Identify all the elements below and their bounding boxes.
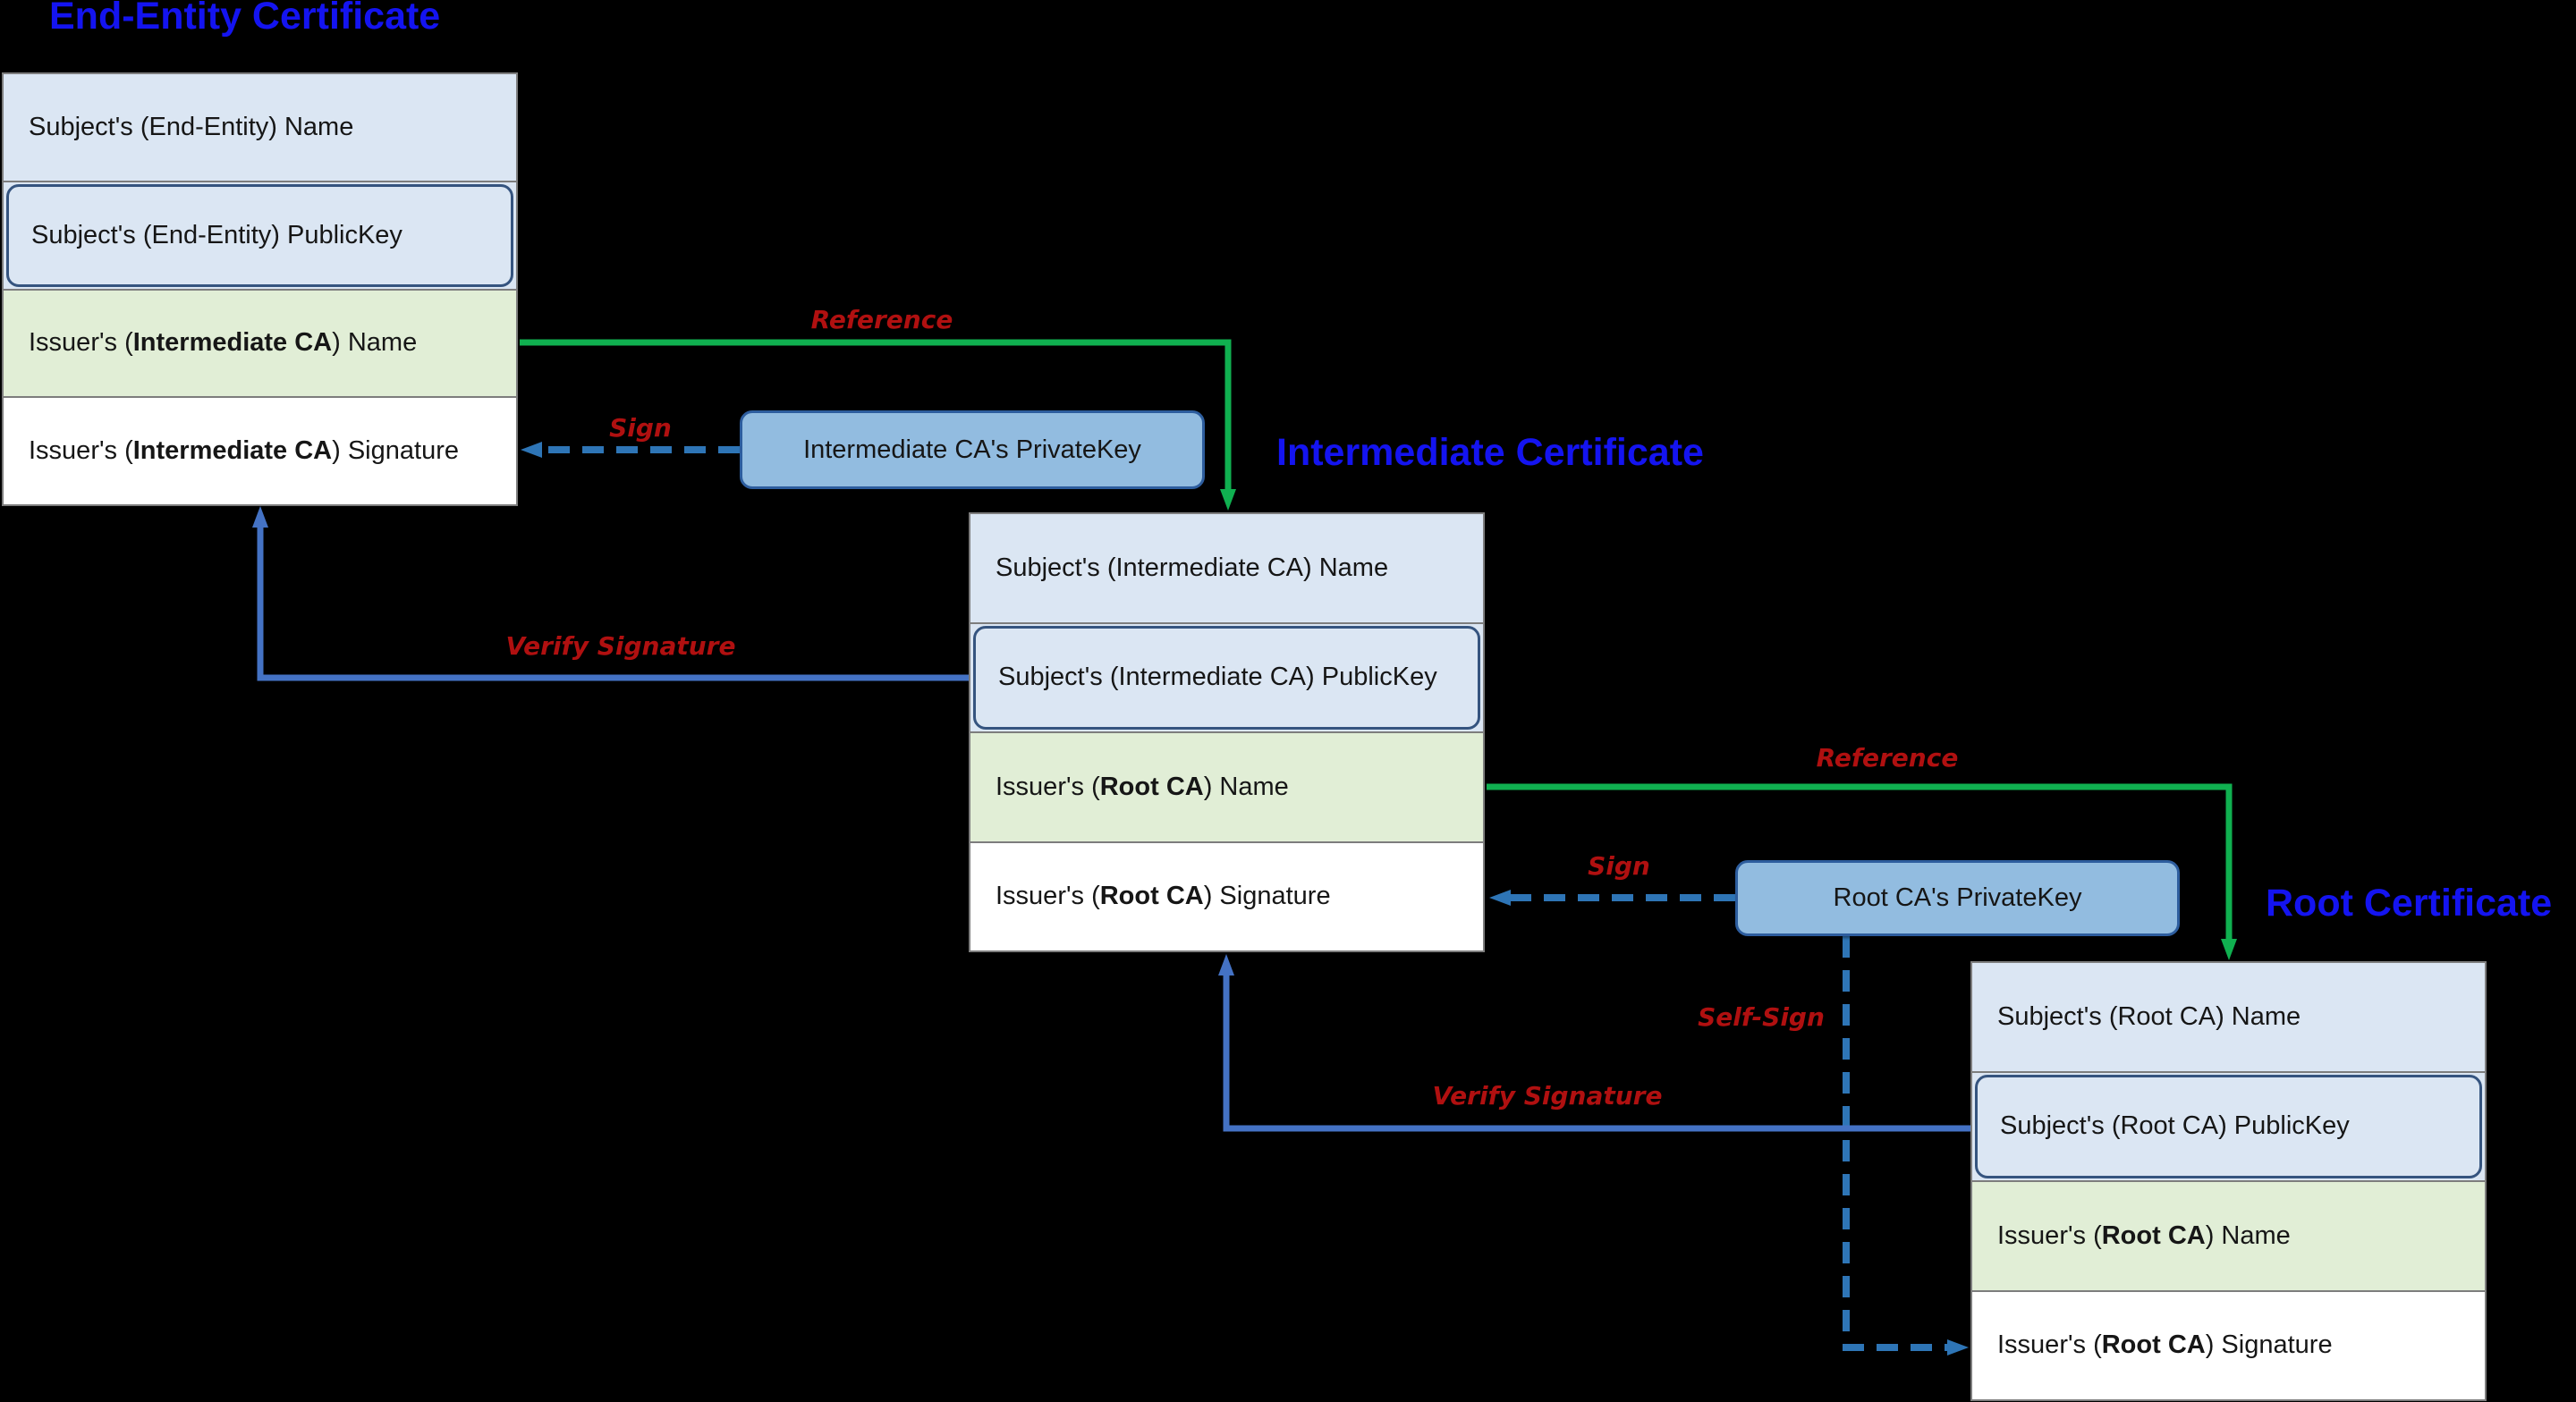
end-entity-certificate-title: End-Entity Certificate xyxy=(49,0,441,38)
reference-arrow-1 xyxy=(520,339,1236,511)
intermediate-publickey-border: Subject's (Intermediate CA) PublicKey xyxy=(973,625,1480,730)
root-issuer-signature-row: Issuer's (Root CA) Signature xyxy=(1972,1289,2485,1399)
intermediate-certificate-box: Subject's (Intermediate CA) Name Subject… xyxy=(969,512,1485,952)
self-sign-arrow xyxy=(1843,936,1969,1356)
root-subject-publickey-row: Subject's (Root CA) PublicKey xyxy=(1972,1070,2485,1180)
self-sign-label: Self-Sign xyxy=(1698,1002,1825,1032)
root-publickey-border: Subject's (Root CA) PublicKey xyxy=(1975,1074,2482,1178)
intermediate-subject-name-row: Subject's (Intermediate CA) Name xyxy=(970,514,1483,622)
root-subject-name-row: Subject's (Root CA) Name xyxy=(1972,963,2485,1071)
sign-label-1: Sign xyxy=(609,413,672,443)
intermediate-certificate-title: Intermediate Certificate xyxy=(1276,431,1704,474)
reference-label-2: Reference xyxy=(1816,743,1959,773)
root-certificate-box: Subject's (Root CA) Name Subject's (Root… xyxy=(1970,961,2487,1401)
end-entity-subject-publickey-row: Subject's (End-Entity) PublicKey xyxy=(4,180,516,289)
intermediate-ca-private-key-box: Intermediate CA's PrivateKey xyxy=(740,410,1205,489)
reference-label-1: Reference xyxy=(810,305,953,334)
verify-signature-arrow-2 xyxy=(1218,954,1970,1132)
verify-signature-label-2: Verify Signature xyxy=(1432,1081,1663,1111)
sign-label-2: Sign xyxy=(1588,851,1650,881)
root-issuer-name-row: Issuer's (Root CA) Name xyxy=(1972,1180,2485,1290)
intermediate-issuer-signature-row: Issuer's (Root CA) Signature xyxy=(970,840,1483,950)
end-entity-issuer-signature-row: Issuer's (Intermediate CA) Signature xyxy=(4,396,516,504)
root-certificate-title: Root Certificate xyxy=(2266,882,2553,925)
end-entity-issuer-name-row: Issuer's (Intermediate CA) Name xyxy=(4,288,516,397)
end-entity-subject-name-row: Subject's (End-Entity) Name xyxy=(4,74,516,181)
verify-signature-arrow-1 xyxy=(252,506,969,681)
end-entity-publickey-border: Subject's (End-Entity) PublicKey xyxy=(6,183,513,287)
intermediate-subject-publickey-row: Subject's (Intermediate CA) PublicKey xyxy=(970,621,1483,731)
reference-arrow-2 xyxy=(1487,783,2237,960)
end-entity-certificate-box: Subject's (End-Entity) Name Subject's (E… xyxy=(2,72,518,506)
verify-signature-label-1: Verify Signature xyxy=(505,631,736,661)
intermediate-issuer-name-row: Issuer's (Root CA) Name xyxy=(970,731,1483,841)
root-ca-private-key-box: Root CA's PrivateKey xyxy=(1735,860,2180,936)
